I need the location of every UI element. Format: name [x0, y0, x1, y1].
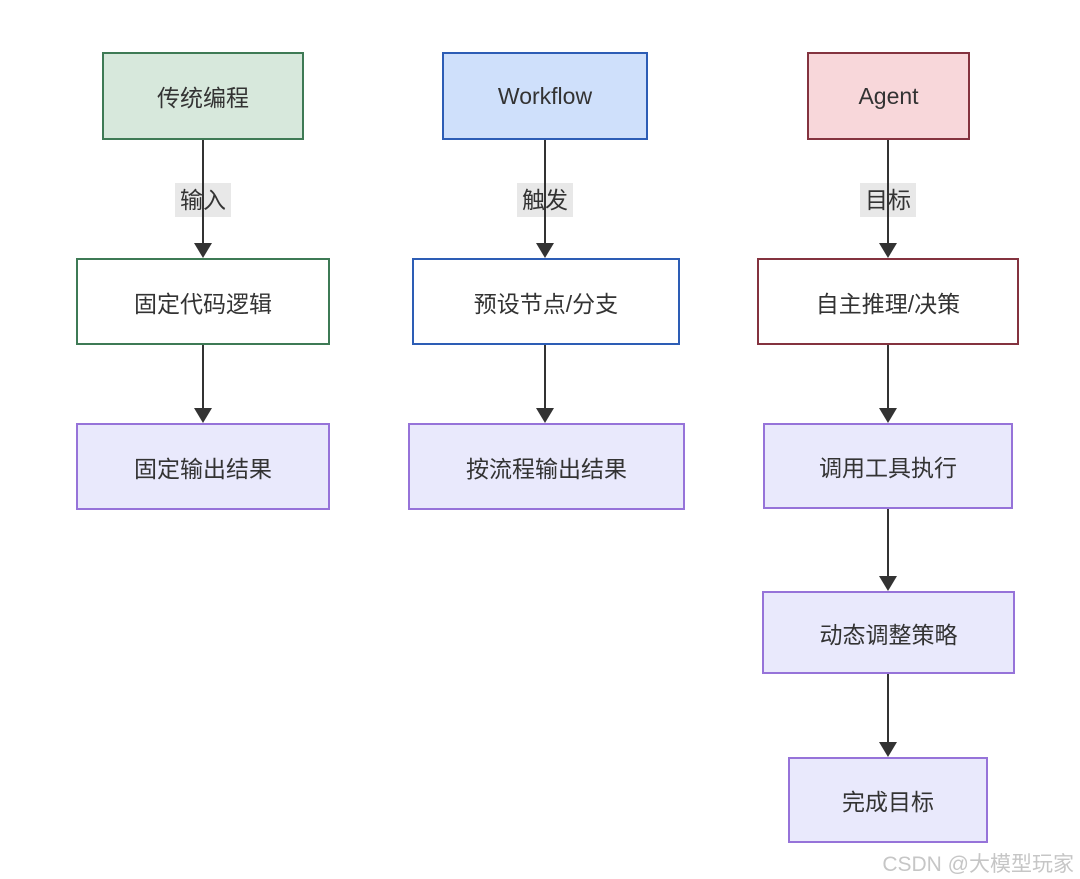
node-tool-execution: 调用工具执行	[763, 423, 1013, 509]
arrow-line-agent-4	[887, 674, 889, 742]
node-label: 调用工具执行	[819, 455, 957, 481]
node-label: 预设节点/分支	[473, 290, 619, 317]
node-label: Workflow	[497, 82, 593, 109]
node-agent-header: Agent	[807, 52, 970, 140]
watermark: CSDN @大模型玩家	[882, 853, 1074, 876]
node-preset-branches: 预设节点/分支	[412, 258, 680, 345]
arrow-line-traditional-2	[202, 345, 204, 409]
node-label: 固定代码逻辑	[134, 290, 272, 317]
node-label: 完成目标	[842, 789, 934, 815]
node-label: 传统编程	[157, 85, 249, 111]
arrow-line-workflow-2	[544, 345, 546, 409]
arrow-line-workflow-1	[544, 140, 546, 244]
arrow-line-agent-2	[887, 345, 889, 409]
node-autonomous-reasoning: 自主推理/决策	[757, 258, 1019, 345]
arrow-head-traditional-1	[194, 243, 212, 258]
arrow-head-agent-4	[879, 742, 897, 757]
node-flow-output-result: 按流程输出结果	[408, 423, 685, 510]
arrow-line-traditional-1	[202, 140, 204, 244]
node-fixed-code-logic: 固定代码逻辑	[76, 258, 330, 345]
node-label: Agent	[858, 82, 919, 109]
arrow-head-workflow-1	[536, 243, 554, 258]
node-traditional-header: 传统编程	[102, 52, 304, 140]
node-label: 固定输出结果	[134, 455, 272, 482]
node-goal-complete: 完成目标	[788, 757, 988, 843]
node-label: 按流程输出结果	[466, 455, 627, 482]
node-dynamic-strategy: 动态调整策略	[762, 591, 1015, 674]
node-fixed-output-result: 固定输出结果	[76, 423, 330, 510]
arrow-head-agent-3	[879, 576, 897, 591]
arrow-head-workflow-2	[536, 408, 554, 423]
arrow-line-agent-1	[887, 140, 889, 244]
arrow-head-agent-1	[879, 243, 897, 258]
node-workflow-header: Workflow	[442, 52, 648, 140]
arrow-head-traditional-2	[194, 408, 212, 423]
node-label: 自主推理/决策	[815, 290, 961, 317]
node-label: 动态调整策略	[819, 621, 958, 648]
arrow-line-agent-3	[887, 509, 889, 576]
arrow-head-agent-2	[879, 408, 897, 423]
